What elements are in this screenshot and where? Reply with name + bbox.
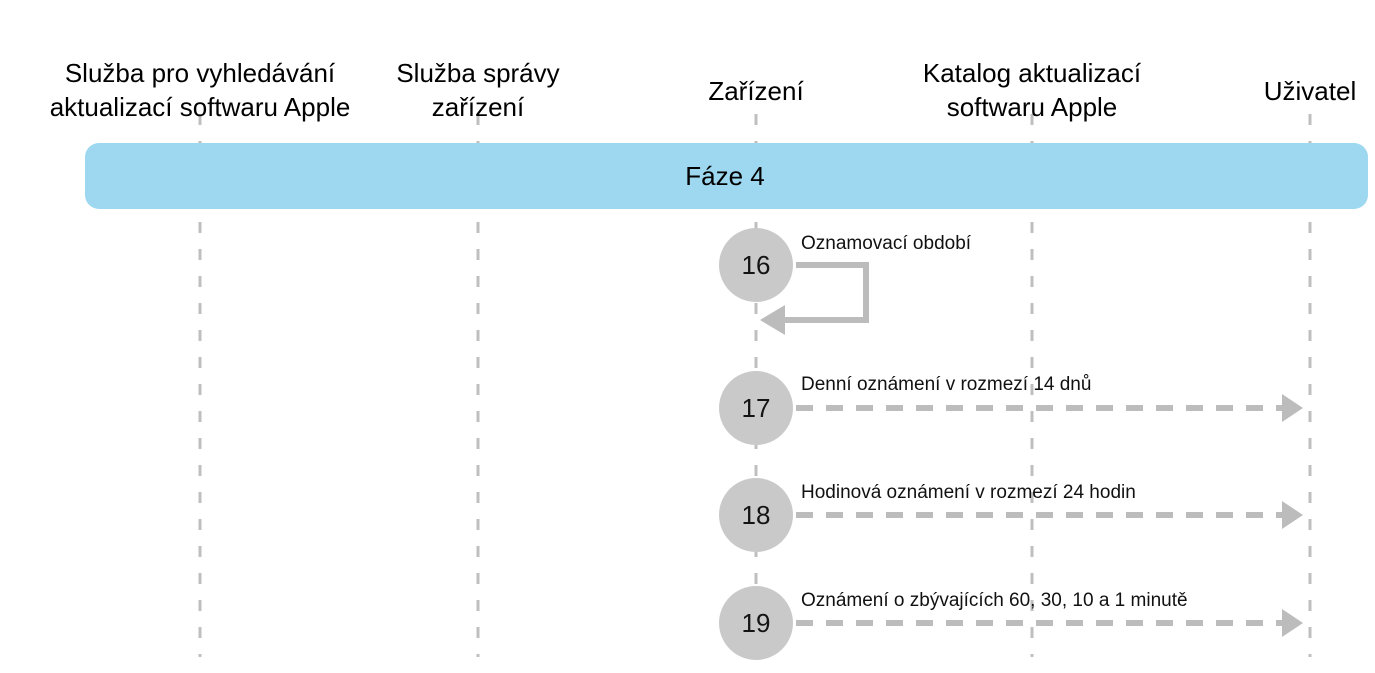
phase-banner-group [85, 143, 1368, 209]
step-circle-18 [719, 478, 793, 552]
step-circle-19 [719, 586, 793, 660]
actor-label: Katalog aktualizací softwaru Apple [922, 58, 1142, 122]
message-label-16: Oznamovací období [801, 233, 972, 254]
step-circle-16 [719, 228, 793, 302]
arrowhead-18 [1282, 501, 1303, 529]
actor-header-2: Zařízení [576, 40, 936, 108]
message-label-18: Hodinová oznámení v rozmezí 24 hodin [801, 482, 1136, 503]
step-circles-group [719, 228, 793, 660]
step-number-16: 16 [741, 250, 771, 280]
step-number-18: 18 [741, 500, 771, 530]
step-number-19: 19 [741, 608, 771, 638]
actor-header-4: Uživatel [1130, 40, 1375, 108]
actor-label: Služba správy zařízení [396, 58, 560, 122]
message-label-17: Denní oznámení v rozmezí 14 dnů [801, 374, 1092, 395]
phase-banner-rect [85, 143, 1368, 209]
self-loop-path-16 [785, 262, 869, 323]
phase-banner-label: Fáze 4 [685, 161, 765, 191]
actor-label: Zařízení [708, 76, 804, 106]
actor-header-0: Služba pro vyhledávání aktualizací softw… [20, 22, 380, 124]
step-circle-17 [719, 371, 793, 445]
messages-group [760, 262, 1303, 637]
arrowhead-17 [1282, 394, 1303, 422]
actor-header-3: Katalog aktualizací softwaru Apple [852, 22, 1212, 124]
step-number-17: 17 [741, 393, 771, 423]
actor-label: Služba pro vyhledávání aktualizací softw… [49, 58, 351, 122]
actor-header-1: Služba správy zařízení [298, 22, 658, 124]
actor-label: Uživatel [1263, 76, 1357, 106]
arrowhead-19 [1282, 609, 1303, 637]
arrowhead-16 [760, 305, 785, 335]
message-label-19: Oznámení o zbývajících 60, 30, 10 a 1 mi… [801, 590, 1188, 611]
